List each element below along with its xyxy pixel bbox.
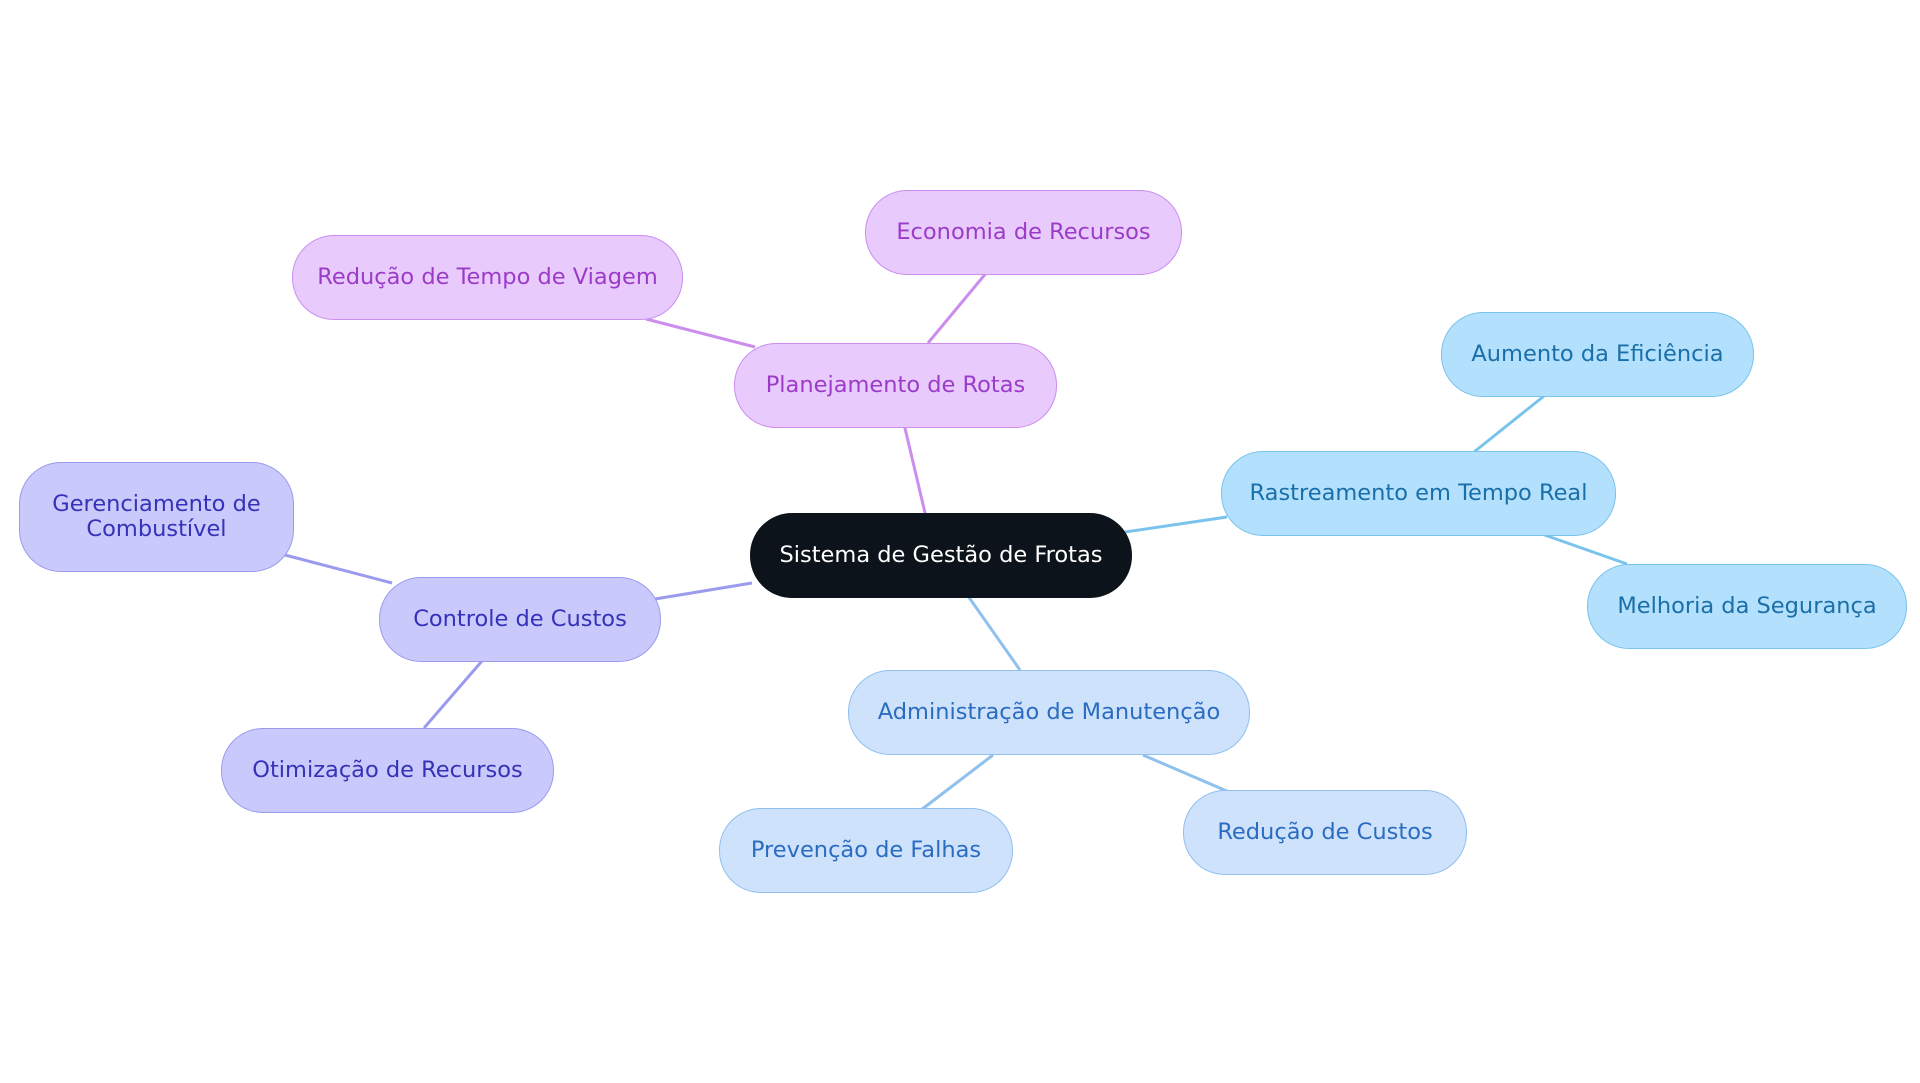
node-failure-prevention[interactable]: Prevenção de Falhas (719, 808, 1013, 893)
edge-track-track-safety (1538, 531, 1628, 566)
node-travel-time-reduction[interactable]: Redução de Tempo de Viagem (292, 235, 683, 320)
edge-cost-cost-opt (422, 660, 484, 729)
node-fuel-management[interactable]: Gerenciamento de Combustível (19, 462, 294, 572)
edge-route-route-time (645, 317, 756, 349)
node-safety-improvement[interactable]: Melhoria da Segurança (1587, 564, 1907, 649)
edge-route-route-econ (926, 271, 989, 344)
edge-maint-maint-prev (920, 753, 994, 812)
node-efficiency-increase[interactable]: Aumento da Eficiência (1441, 312, 1754, 397)
node-fleet-management-system[interactable]: Sistema de Gestão de Frotas (750, 513, 1132, 598)
edge-track-track-eff (1473, 394, 1545, 454)
edge-maint-maint-cost (1142, 753, 1230, 794)
node-route-planning[interactable]: Planejamento de Rotas (734, 343, 1057, 428)
node-resource-optimization[interactable]: Otimização de Recursos (221, 728, 554, 813)
node-cost-control[interactable]: Controle de Custos (379, 577, 661, 662)
edge-root-maint (966, 595, 1022, 671)
node-resource-economy[interactable]: Economia de Recursos (865, 190, 1182, 275)
edge-cost-cost-fuel (284, 553, 393, 585)
node-maintenance-administration[interactable]: Administração de Manutenção (848, 670, 1250, 755)
edge-root-cost (654, 581, 753, 601)
node-real-time-tracking[interactable]: Rastreamento em Tempo Real (1221, 451, 1616, 536)
node-cost-reduction[interactable]: Redução de Custos (1183, 790, 1467, 875)
edge-root-track (1124, 515, 1228, 534)
